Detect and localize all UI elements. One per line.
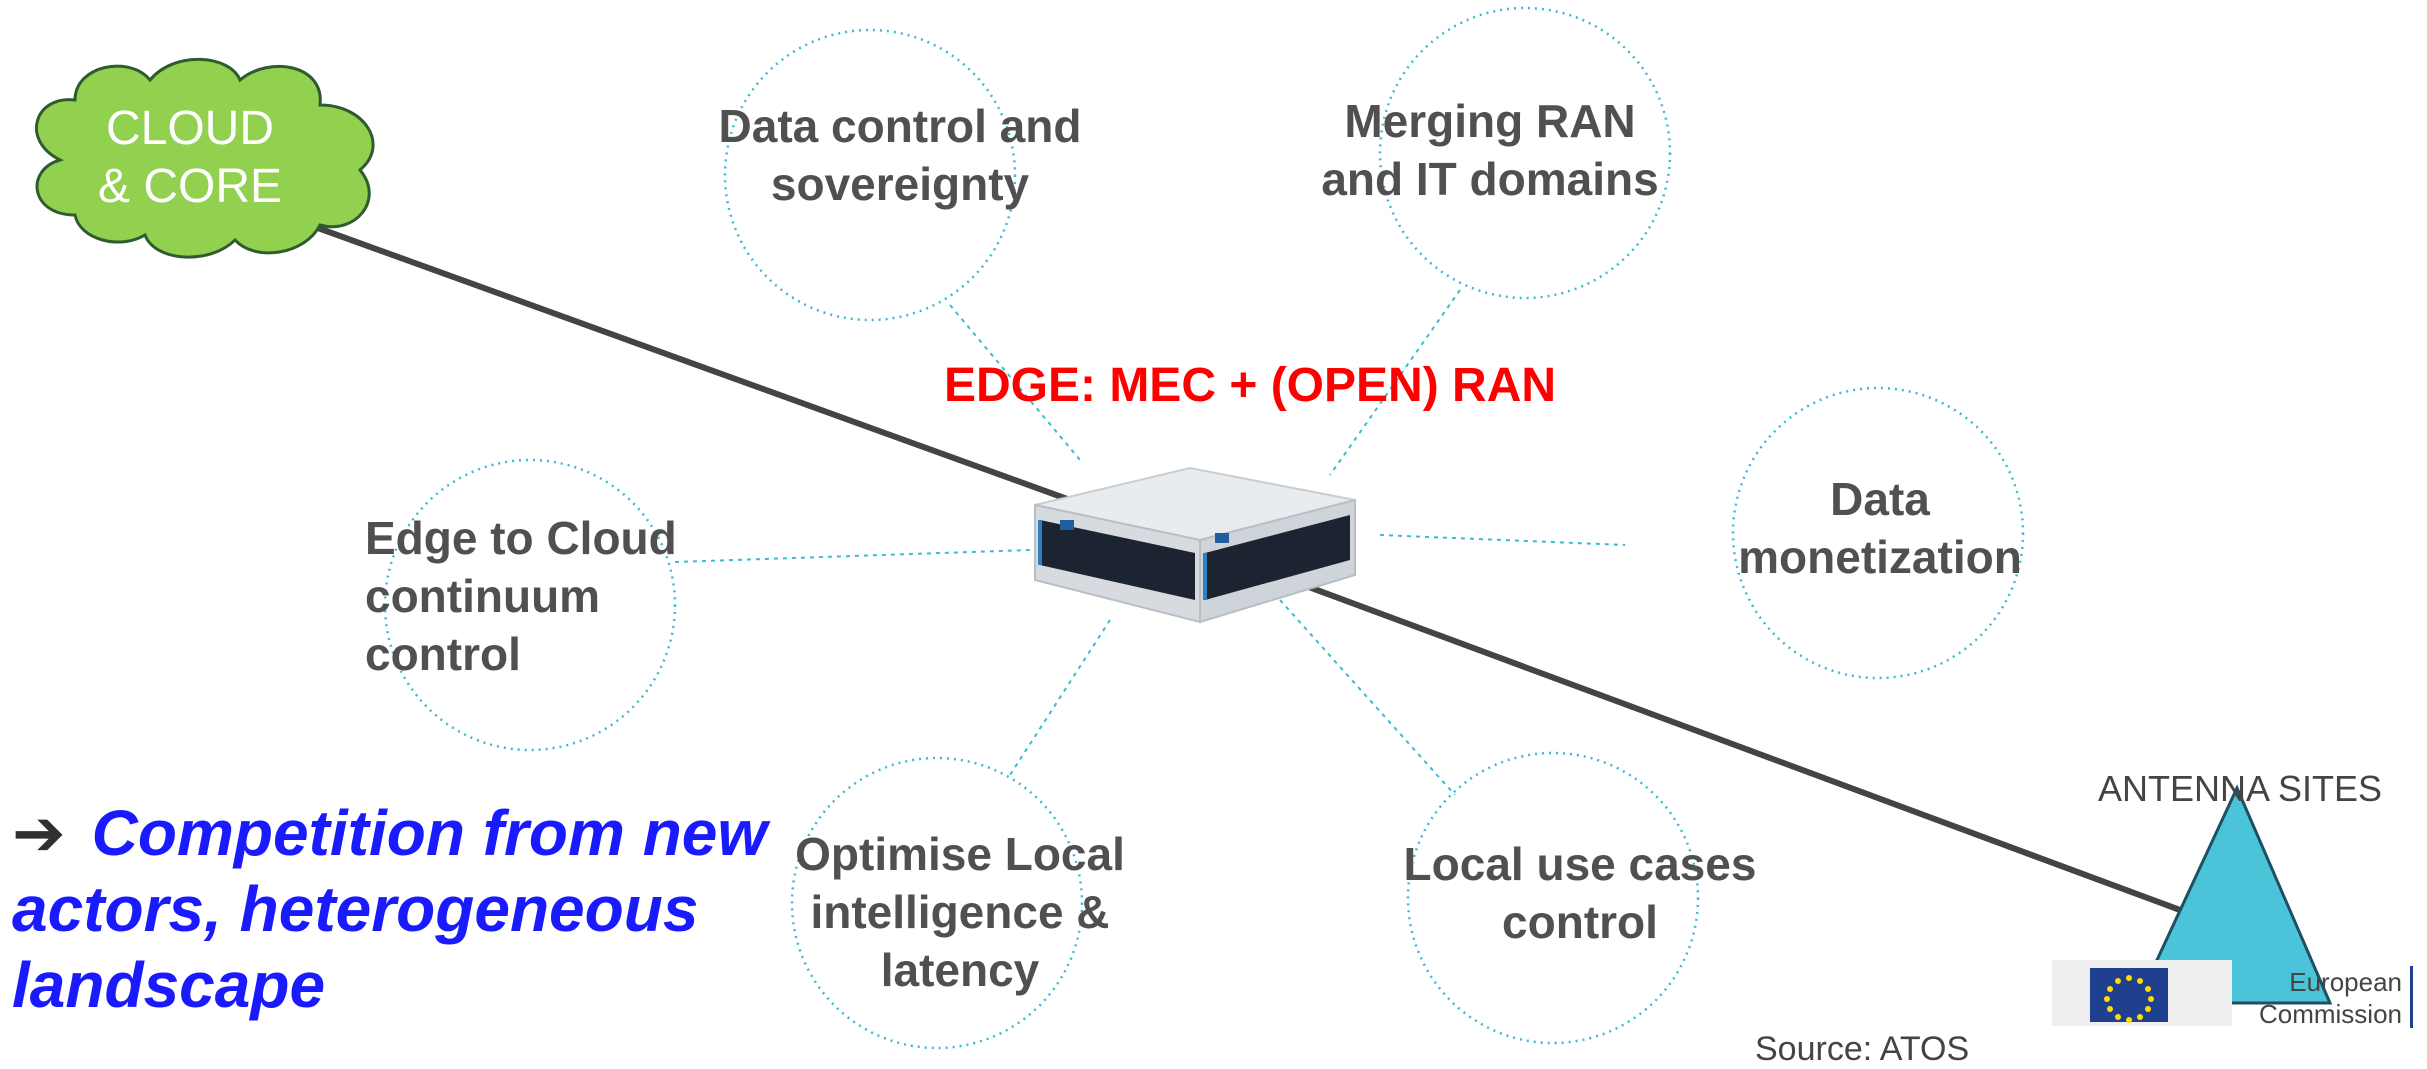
logo-divider <box>2410 966 2413 1028</box>
cloud-to-edge-link <box>316 225 1072 503</box>
bubble-data-control <box>723 28 1017 322</box>
antenna-triangle <box>2134 784 2333 1005</box>
bubble-data-monetization <box>1731 386 2025 680</box>
source-credit: Source: ATOS <box>1755 1030 1970 1068</box>
european-commission-logo <box>2052 960 2232 1026</box>
merging-ran-label: Merging RAN and IT domains <box>1321 95 1659 205</box>
bubble-optimise-local <box>790 756 1084 1050</box>
data-control-label: Data control and sovereignty <box>718 100 1082 210</box>
connector-data-monetization <box>1379 534 1626 546</box>
antenna-sites-label: ANTENNA SITES <box>2097 768 2383 809</box>
connector-merging-ran <box>1329 289 1461 476</box>
edge-to-antenna-link <box>1288 577 2182 913</box>
edge-title: EDGE: MEC + (OPEN) RAN <box>943 359 1557 412</box>
competition-statement: ➔Competition from new actors, heterogene… <box>12 795 812 1023</box>
bubble-merging-ran <box>1378 6 1672 300</box>
european-commission-text: European Commission <box>2258 967 2402 1029</box>
connector-data-control <box>949 304 1081 461</box>
local-use-cases-label: Local use cases control <box>1403 838 1757 948</box>
connector-optimise-local <box>1009 619 1111 776</box>
arrow-right-icon: ➔ <box>12 797 66 869</box>
edge-to-cloud-label: Edge to Cloud continuum control <box>365 512 677 680</box>
edge-server-device <box>1034 466 1356 624</box>
optimise-local-label: Optimise Local intelligence & latency <box>795 828 1125 996</box>
bubble-edge-to-cloud <box>383 458 677 752</box>
connector-local-use-cases <box>1279 599 1456 796</box>
bubble-local-use-cases <box>1406 751 1700 1045</box>
cloud-shape <box>34 57 375 259</box>
cloud-core-label: CLOUD & CORE <box>97 102 283 213</box>
data-monetization-label: Data monetization <box>1738 473 2022 583</box>
competition-text: Competition from new actors, heterogeneo… <box>12 797 768 1021</box>
